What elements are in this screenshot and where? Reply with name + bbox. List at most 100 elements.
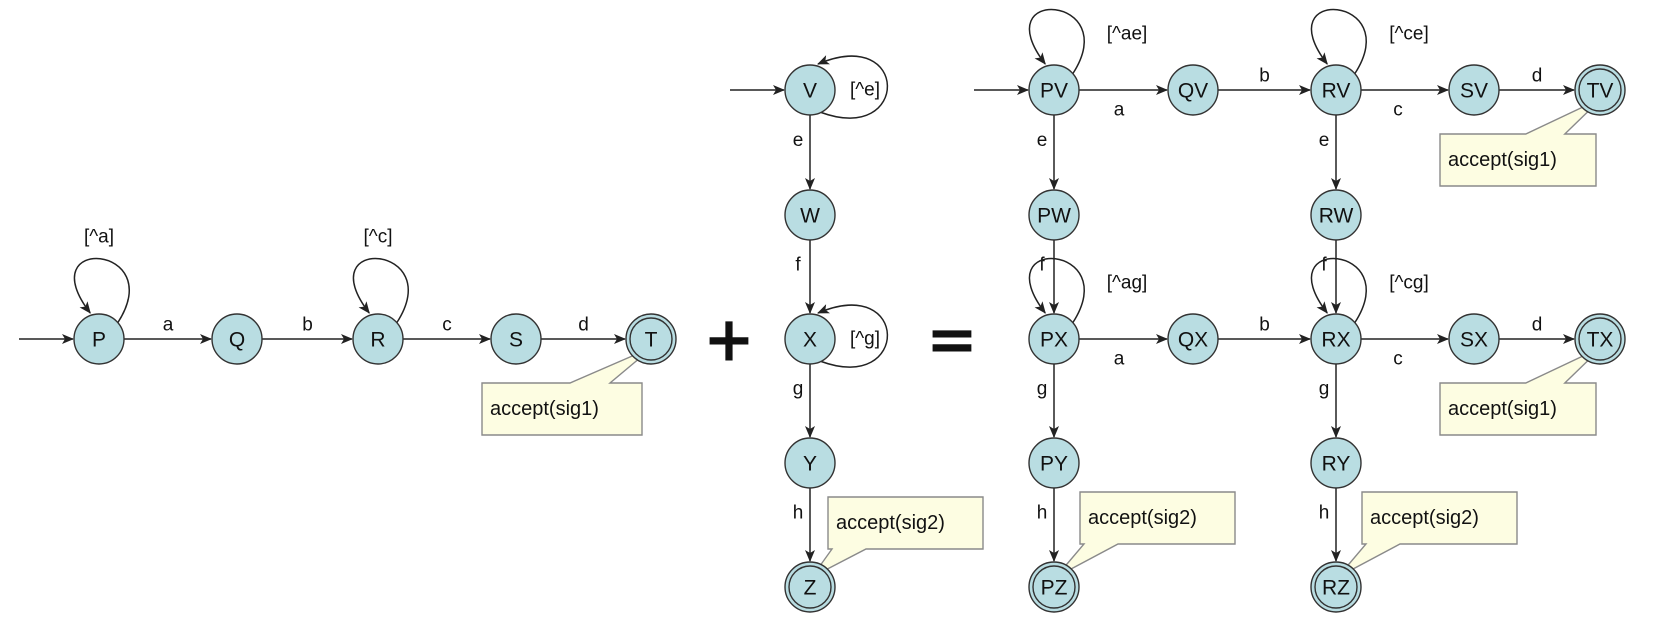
- loop-label: [^a]: [84, 227, 114, 248]
- state-circle: [211, 313, 263, 365]
- operator-symbol: =: [926, 303, 978, 376]
- state-t: T: [625, 313, 677, 365]
- state-label: PV: [1040, 80, 1068, 103]
- operator-symbol: +: [703, 303, 755, 376]
- transition-ry-rz: h: [1319, 488, 1341, 562]
- state-rw: RW: [1310, 189, 1362, 241]
- state-circle: [784, 313, 836, 365]
- state-label: RV: [1322, 80, 1351, 103]
- state-label: PW: [1037, 205, 1071, 228]
- state-v: V: [784, 64, 836, 116]
- state-pv: PV: [1028, 64, 1080, 116]
- state-label: QV: [1178, 80, 1208, 103]
- transition-label: g: [793, 379, 804, 400]
- transition-py-pz: h: [1037, 488, 1059, 562]
- self-loop-p: [^a]: [73, 227, 131, 324]
- state-ry: RY: [1310, 437, 1362, 489]
- loop-label: [^g]: [850, 329, 880, 350]
- state-circle: [784, 437, 836, 489]
- state-circle: [1310, 64, 1362, 116]
- self-loop-r: [^c]: [352, 227, 410, 324]
- state-label: SV: [1460, 80, 1488, 103]
- self-loop-px: [^ag]: [1028, 257, 1147, 324]
- transition-label: d: [1532, 315, 1543, 336]
- state-label: RY: [1322, 453, 1351, 476]
- accept-callout-tv: accept(sig1): [1439, 97, 1603, 187]
- transition-r-s: c: [403, 315, 491, 344]
- transition-px-py: g: [1037, 364, 1059, 438]
- transition-label: b: [1259, 315, 1270, 336]
- annotation-layer: accept(sig1)accept(sig2)accept(sig1)acce…: [481, 97, 1603, 578]
- self-loop-pv: [^ae]: [1028, 8, 1147, 75]
- transition-pv-pw: e: [1037, 115, 1059, 190]
- state-circle: [1028, 64, 1080, 116]
- transition-label: c: [442, 315, 452, 336]
- callout-text: accept(sig2): [1370, 507, 1479, 529]
- transition-pv-qv: a: [1079, 85, 1168, 121]
- state-label: RZ: [1322, 577, 1350, 600]
- state-label: RW: [1319, 205, 1354, 228]
- state-p: P: [73, 313, 125, 365]
- state-circle: [784, 561, 836, 613]
- transition-label: f: [1039, 255, 1045, 276]
- transition-s-t: d: [541, 315, 626, 344]
- state-label: Y: [803, 453, 817, 476]
- transition-label: g: [1319, 379, 1330, 400]
- state-circle: [1310, 561, 1362, 613]
- transition-label: a: [1114, 100, 1125, 121]
- transition-label: c: [1393, 100, 1403, 121]
- state-circle: [1310, 189, 1362, 241]
- loop-label: [^cg]: [1389, 273, 1429, 294]
- accept-callout-tx: accept(sig1): [1439, 346, 1603, 436]
- transition-label: e: [1319, 130, 1330, 151]
- state-label: T: [645, 329, 658, 352]
- callout-box: [1337, 491, 1518, 578]
- transition-p-q: a: [124, 315, 212, 344]
- transition-label: h: [793, 503, 804, 524]
- callout-box: [1439, 97, 1603, 187]
- transition-q-r: b: [262, 315, 353, 344]
- transition-rx-sx: c: [1361, 334, 1449, 370]
- state-px: PX: [1028, 313, 1080, 365]
- state-rx: RX: [1310, 313, 1362, 365]
- callout-box: [1439, 346, 1603, 436]
- accept-ring: [629, 317, 673, 361]
- state-qx: QX: [1167, 313, 1219, 365]
- transition-px-qx: a: [1079, 334, 1168, 370]
- self-loop-rx: [^cg]: [1310, 257, 1429, 324]
- transition-sx-tx: d: [1499, 315, 1575, 344]
- loop-label: [^e]: [850, 80, 880, 101]
- transition-v-w: e: [793, 115, 815, 190]
- state-circle: [490, 313, 542, 365]
- callout-text: accept(sig2): [1088, 507, 1197, 529]
- state-label: Q: [229, 329, 245, 352]
- state-pz: PZ: [1028, 561, 1080, 613]
- state-circle: [1448, 64, 1500, 116]
- state-label: V: [803, 80, 817, 103]
- transition-label: e: [793, 130, 804, 151]
- transition-label: c: [1393, 349, 1403, 370]
- state-label: R: [370, 329, 385, 352]
- transition-w-x: f: [795, 240, 815, 314]
- callout-box: [481, 346, 654, 436]
- state-label: SX: [1460, 329, 1488, 352]
- accept-ring: [1578, 68, 1622, 112]
- state-circle: [352, 313, 404, 365]
- accept-ring: [788, 565, 832, 609]
- transition-rv-sv: c: [1361, 85, 1449, 121]
- state-z: Z: [784, 561, 836, 613]
- transition-qx-rx: b: [1218, 315, 1311, 344]
- accept-callout-pz: accept(sig2): [1055, 491, 1236, 578]
- state-circle: [1574, 64, 1626, 116]
- state-s: S: [490, 313, 542, 365]
- state-circle: [784, 189, 836, 241]
- transition-y-z: h: [793, 488, 815, 562]
- callout-text: accept(sig2): [836, 512, 945, 534]
- transition-rw-rx: f: [1321, 240, 1341, 314]
- state-label: S: [509, 329, 523, 352]
- state-circle: [784, 64, 836, 116]
- state-circle: [1574, 313, 1626, 365]
- state-x: X: [784, 313, 836, 365]
